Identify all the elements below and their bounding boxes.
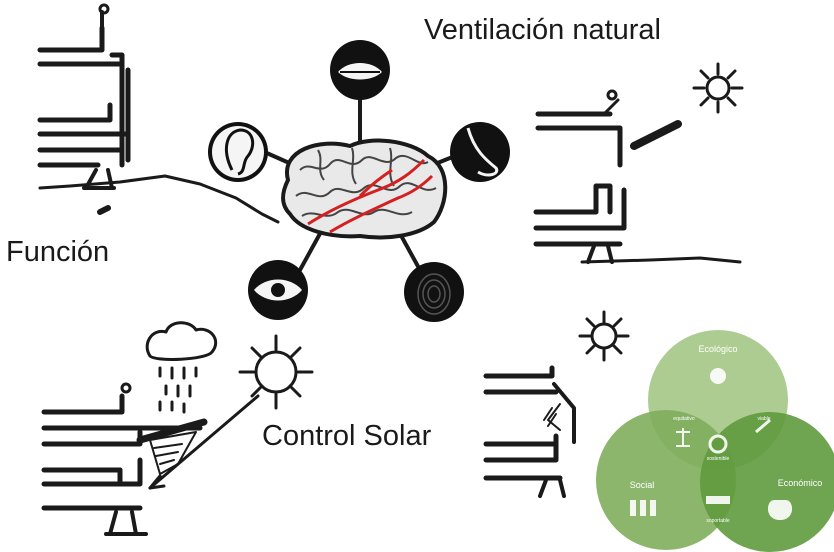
venn-label-viable: viable [757,416,770,422]
solar-control-building [41,382,260,536]
handshake-icon [706,496,730,504]
leaf-hand-icon [710,368,726,384]
sense-nose [450,122,510,182]
venn-label-economico: Económico [778,478,823,488]
function-label: Función [6,236,110,268]
ventilation-building-top [535,89,682,168]
wrench-icon [755,418,771,434]
sun-icon-top [692,62,744,114]
solar-control-label: Control Solar [262,420,432,452]
venn-label-social: Social [630,480,655,490]
ventilation-label: Ventilación natural [424,14,661,46]
sustainability-venn: Ecológico Social Económico sostenible eq… [596,330,834,552]
ear-icon [224,128,255,176]
sense-touch [404,262,464,322]
sense-eye [248,260,308,320]
venn-circle-economico [700,412,834,552]
sense-ear [208,122,268,182]
sense-mouth [330,40,390,100]
scales-icon [676,428,690,447]
nose-icon [466,127,499,177]
senses-network [258,96,472,272]
rain-cloud-icon [145,321,218,414]
touch-icon [417,273,451,315]
brain-illustration [281,138,448,240]
money-bag-icon [767,500,793,520]
sustainable-cycle-icon [708,434,728,454]
shading-building [483,365,576,498]
ventilation-building-bottom [533,183,742,264]
sun-icon-large [238,334,314,410]
venn-label-soportable: soportable [706,518,730,524]
people-icon [630,500,656,516]
venn-label-ecologico: Ecológico [698,344,737,354]
function-building-sketch [37,3,280,224]
venn-label-equitativo: equitativo [673,416,695,422]
sun-icon-middle [578,310,630,362]
venn-label-sostenible: sostenible [707,456,730,462]
